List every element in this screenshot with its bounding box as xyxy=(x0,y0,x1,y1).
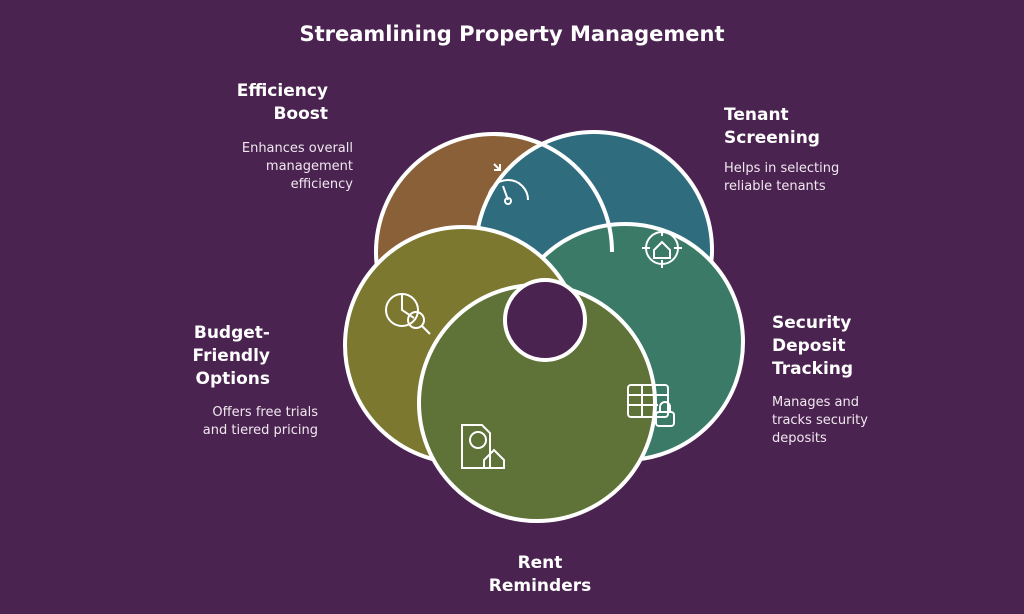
heading-efficiency-boost: Efficiency Boost xyxy=(236,81,328,124)
house-target-icon xyxy=(642,228,682,268)
heading-tenant-screening: Tenant Screening xyxy=(724,105,820,148)
desc-efficiency-boost: Enhances overall management efficiency xyxy=(241,141,353,192)
pie-chart-search-icon xyxy=(385,293,431,335)
desc-security-deposit: Manages and tracks security deposits xyxy=(772,395,868,446)
heading-rent-reminders: Rent Reminders xyxy=(488,553,592,596)
center-hole xyxy=(503,278,587,362)
table-lock-icon xyxy=(627,384,675,427)
desc-tenant-screening: Helps in selecting reliable tenants xyxy=(724,161,840,194)
heading-security-deposit: Security Deposit Tracking xyxy=(772,313,854,379)
speedometer-icon xyxy=(487,163,529,205)
document-clock-house-icon xyxy=(461,424,505,469)
heading-budget-friendly: Budget-Friendly Options xyxy=(192,323,270,389)
diagram-title: Streamlining Property Management xyxy=(299,22,725,46)
desc-budget-friendly: Offers free trials and tiered pricing xyxy=(202,405,318,438)
